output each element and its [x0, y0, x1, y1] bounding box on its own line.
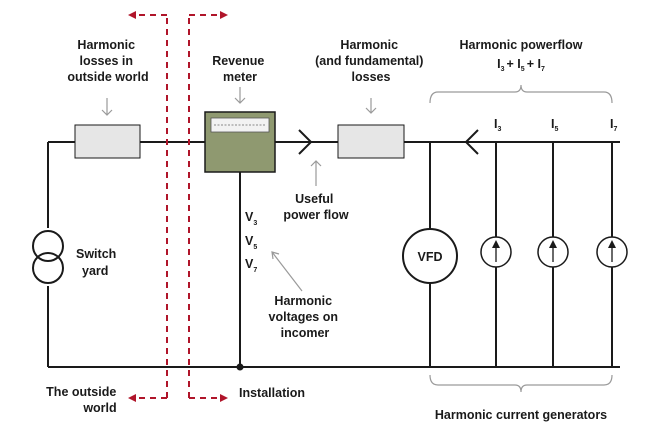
current-label-3: I3 [494, 117, 501, 133]
useful-flow-pointer [310, 160, 322, 186]
current-label-5: I5 [551, 117, 558, 133]
boundary-lines [128, 11, 228, 402]
harmonic-powerflow-title: Harmonic powerflow [460, 38, 583, 52]
annotation-arrows [101, 84, 613, 393]
switch-yard-label: Switch yard [76, 247, 120, 278]
revenue-meter-icon [204, 111, 276, 173]
voltage-label-5: V5 [245, 234, 257, 251]
harmonic-voltages-label: Harmonic voltages on incomer [269, 294, 342, 340]
switch-yard-transformer-icon [32, 230, 64, 284]
current-source-7-icon [596, 236, 628, 268]
powerflow-formula: I3+ I5+ I7 [497, 57, 545, 73]
vfd-label: VFD [418, 250, 443, 264]
harmonic-losses-outside-label: Harmonic losses in outside world [67, 38, 148, 84]
installation-losses-pointer [365, 98, 377, 114]
junction-dot [236, 363, 244, 371]
outside-loss-resistor [74, 124, 141, 159]
current-source-5-icon [537, 236, 569, 268]
harmonic-fundamental-losses-label: Harmonic (and fundamental) losses [315, 38, 427, 84]
power-direction-arrow [298, 129, 313, 155]
harmonic-current-generators-label: Harmonic current generators [435, 408, 607, 422]
voltage-label-7: V7 [245, 257, 257, 274]
harmonic-direction-arrow [464, 129, 479, 155]
revenue-meter-label: Revenue meter [212, 54, 268, 84]
circuit-wires [47, 129, 620, 371]
voltage-pointer [271, 251, 303, 292]
meter-pointer [234, 87, 246, 104]
outside-world-label: The outside world [46, 385, 120, 415]
generators-brace [429, 374, 613, 393]
useful-power-flow-label: Useful power flow [283, 192, 349, 222]
installation-loss-resistor [337, 124, 405, 159]
current-source-3-icon [480, 236, 512, 268]
installation-label: Installation [239, 386, 305, 400]
current-label-7: I7 [610, 117, 617, 133]
outside-losses-pointer [101, 98, 113, 116]
voltage-label-3: V3 [245, 210, 257, 227]
vfd-symbol [402, 228, 458, 284]
powerflow-brace [429, 84, 613, 104]
